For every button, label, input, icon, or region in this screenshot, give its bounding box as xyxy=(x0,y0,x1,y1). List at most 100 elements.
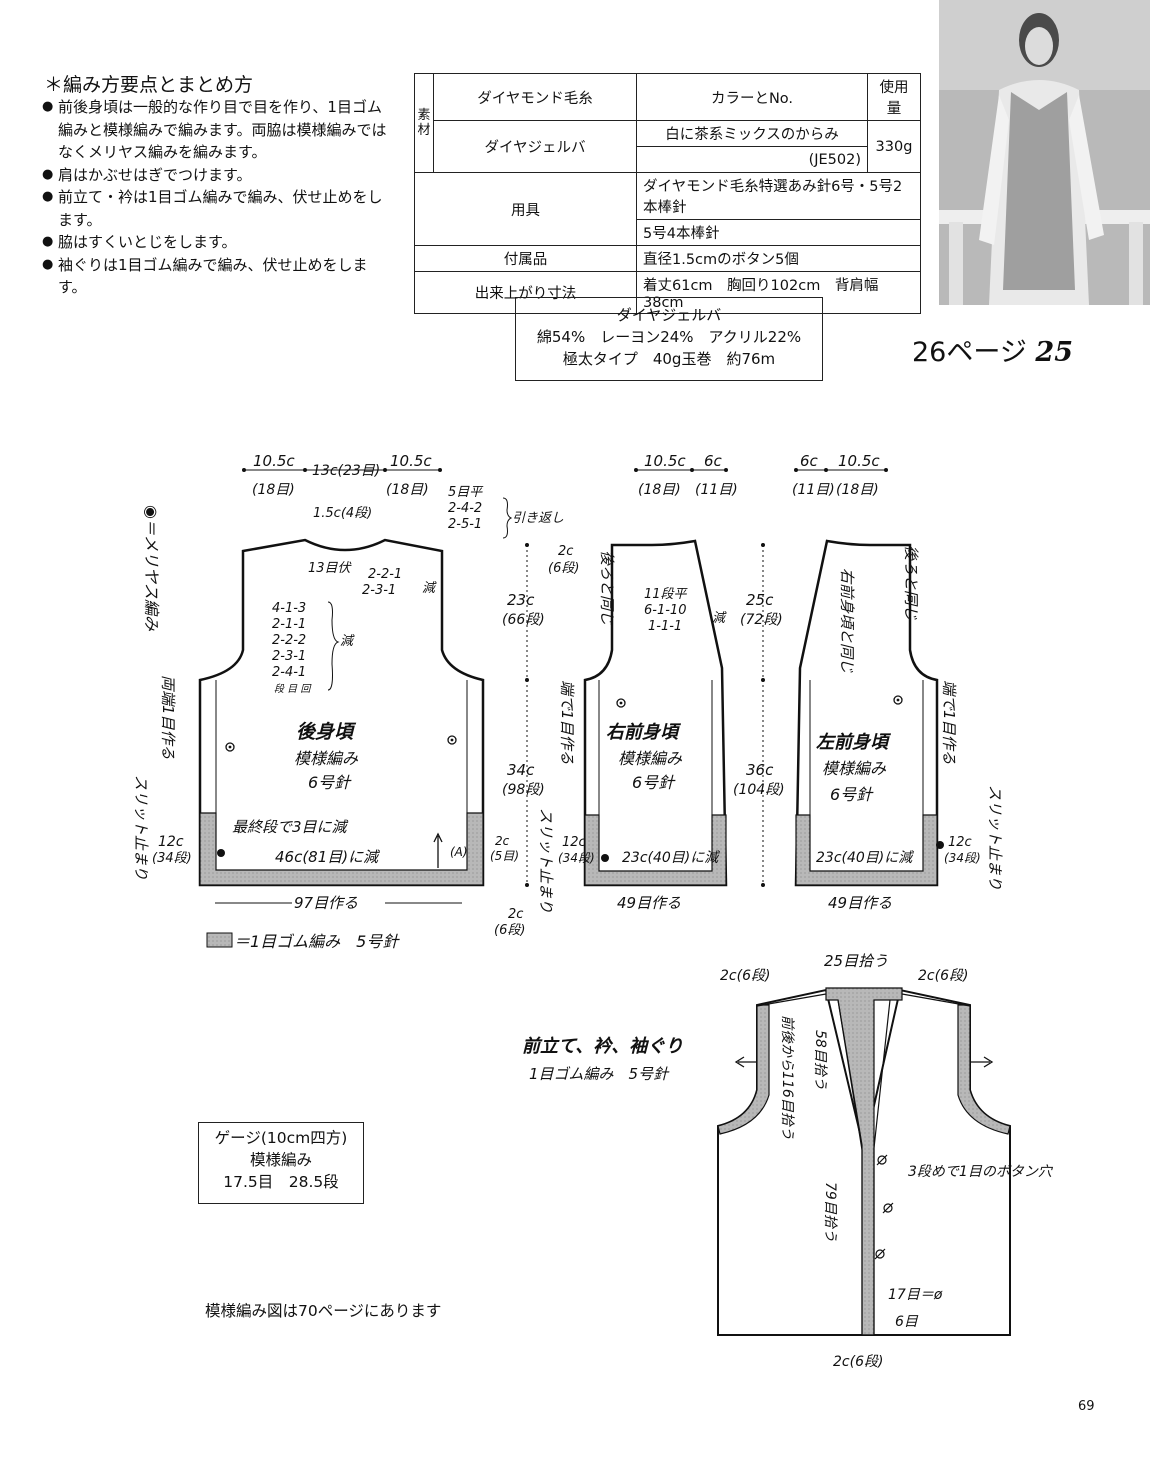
back-arm-dec-4: 2-4-1 xyxy=(272,665,306,680)
center-h25-rows: (72段) xyxy=(740,612,783,628)
left-front-body xyxy=(794,539,944,887)
band-subtitle: 1目ゴム編み 5号針 xyxy=(529,1065,670,1083)
back-pattern: 模様編み xyxy=(294,749,359,768)
model-photo xyxy=(939,0,1150,305)
page-ref-number: 25 xyxy=(1035,337,1073,368)
page-ref-prefix: 26ページ xyxy=(912,337,1027,368)
back-arm-dec-2: 2-2-2 xyxy=(272,633,306,648)
back-arm-dec-1: 2-1-1 xyxy=(272,617,306,632)
amount-header: 使用量 xyxy=(867,73,921,121)
gauge-pattern: 模様編み xyxy=(249,1151,312,1169)
yarn-info-box: ダイヤジェルバ 綿54% レーヨン24% アクリル22% 極太タイプ 40g玉巻… xyxy=(515,297,823,381)
center-h36-rows: (104段) xyxy=(733,782,785,798)
back-w1: 10.5c xyxy=(253,452,295,470)
rf-neck-dec-2: 1-1-1 xyxy=(648,619,682,634)
size-label: 出来上がり寸法 xyxy=(414,271,637,314)
back-shoulder-1: 2-4-2 xyxy=(448,501,482,516)
band-pick58: 58目拾う xyxy=(812,1030,828,1090)
lf-title: 左前身頃 xyxy=(816,732,892,753)
points-item: 前後身頃は一般的な作り目で目を作り、1目ゴム編みと模様編みで編みます。両脇は模様… xyxy=(42,96,389,164)
back-right-2c: 2c xyxy=(495,834,510,848)
back-slit-left: スリット止まり xyxy=(132,775,150,880)
back-cast-on: 97目作る xyxy=(294,894,358,912)
back-needle: 6号針 xyxy=(308,773,352,792)
back-arm-dec-3: 2-3-1 xyxy=(272,649,306,664)
legend-rib-swatch xyxy=(206,932,233,948)
height-23-rows: (66段) xyxy=(502,612,545,628)
points-item: 肩はかぶせはぎでつけます。 xyxy=(42,164,389,187)
lf-rib-rows: (34段) xyxy=(944,851,981,865)
yarn-info-weight: 極太タイプ 40g玉巻 約76m xyxy=(562,350,776,368)
lf-edge: 端で1目作る xyxy=(940,680,958,765)
model-photo-illustration xyxy=(939,0,1150,305)
yarn-info-name: ダイヤジェルバ xyxy=(616,306,722,324)
tools-line-1: ダイヤモンド毛糸特選あみ針6号・5号2本棒針 xyxy=(636,172,921,220)
back-dec46: 46c(81目)に減 xyxy=(275,848,380,866)
rf-dec23: 23c(40目)に減 xyxy=(622,850,720,866)
band-spacing: 17目＝ø xyxy=(888,1287,943,1303)
back-shoulder-2: 2-5-1 xyxy=(448,517,482,532)
points-item: 前立て・衿は1目ゴム編みで編み、伏せ止めをします。 xyxy=(42,186,389,231)
legend-meriyasu: ◉＝メリヤス編み xyxy=(142,505,161,632)
band-pick116: 前後から116目拾う xyxy=(779,1015,795,1140)
band-title: 前立て、衿、袖ぐり xyxy=(522,1036,683,1057)
lf-same-back: 後ろと同じ xyxy=(902,545,920,620)
height-bottom: 2c xyxy=(508,907,523,922)
height-top-rows: (6段) xyxy=(548,561,579,576)
back-side-inc: 両端1目作る xyxy=(159,675,177,760)
lf-rib-h: 12c xyxy=(948,835,972,850)
back-w3: 10.5c xyxy=(390,452,432,470)
band-pick79: 79目拾う xyxy=(822,1182,838,1242)
lf-pattern: 模様編み xyxy=(822,759,887,778)
back-arm-dec-label: 減 xyxy=(340,634,355,649)
page-reference: 26ページ 25 xyxy=(912,330,1073,369)
lf-same-right: 右前身頃と同じ xyxy=(838,568,856,673)
back-shoulder-label: 引き返し xyxy=(512,511,564,526)
legend-rib: ＝1目ゴム編み 5号針 xyxy=(234,932,400,951)
back-title: 後身頃 xyxy=(296,721,357,743)
height-23: 23c xyxy=(507,591,535,609)
back-neck-depth: 1.5c(4段) xyxy=(313,506,372,521)
back-neck-dec-0: 2-2-1 xyxy=(368,567,402,582)
gauge-value: 17.5目 28.5段 xyxy=(223,1173,339,1191)
lf-dec23: 23c(40目)に減 xyxy=(816,850,914,866)
back-shoulder-0: 5目平 xyxy=(448,485,484,500)
rf-neck-dec-0: 11段平 xyxy=(644,587,689,602)
band-right-2c: 2c(6段) xyxy=(918,968,968,984)
rf-neck-dec-label: 減 xyxy=(712,611,727,626)
center-h25: 25c xyxy=(746,591,774,609)
rf-rib-h: 12c xyxy=(562,835,586,850)
band-six: 6目 xyxy=(895,1314,919,1330)
back-w2: 13c(23目) xyxy=(312,463,380,479)
back-arm-dec-0: 4-1-3 xyxy=(272,601,306,616)
lf-w2-sts: (18目) xyxy=(836,482,879,498)
lf-needle: 6号針 xyxy=(830,785,874,804)
points-item: 脇はすくいとじをします。 xyxy=(42,231,389,254)
back-w1-sts: (18目) xyxy=(252,482,295,498)
height-top: 2c xyxy=(558,544,573,559)
material-label: 素材 xyxy=(414,73,434,173)
buttonhole-marks xyxy=(874,1154,894,1260)
back-neck-bind: 13目伏 xyxy=(308,561,353,576)
back-neck-dec-label: 減 xyxy=(422,581,437,596)
band-body xyxy=(717,987,1011,1336)
page-number: 69 xyxy=(1078,1399,1095,1414)
back-mark-a: (A) xyxy=(450,845,468,859)
lf-cast-on: 49目作る xyxy=(828,894,892,912)
gauge-box: ゲージ(10cm四方) 模様編み 17.5目 28.5段 xyxy=(198,1122,364,1204)
rf-w2-sts: (11目) xyxy=(695,482,738,498)
tools-label: 用具 xyxy=(414,172,637,246)
rf-edge: 端で1目作る xyxy=(558,680,576,765)
rf-rib-rows: (34段) xyxy=(558,851,595,865)
back-rib-h: 12c xyxy=(158,834,184,850)
back-right-5: (5目) xyxy=(490,849,519,863)
yarn-info-composition: 綿54% レーヨン24% アクリル22% xyxy=(536,328,802,346)
rf-pattern: 模様編み xyxy=(618,749,683,768)
brand-header: ダイヤモンド毛糸 xyxy=(433,73,637,121)
height-slit: スリット止まり xyxy=(537,808,555,913)
points-list: 前後身頃は一般的な作り目で目を作り、1目ゴム編みと模様編みで編みます。両脇は模様… xyxy=(42,96,389,299)
points-heading: ＊編み方要点とまとめ方 xyxy=(44,74,254,96)
yarn-amount: 330g xyxy=(867,120,921,173)
lf-w1-sts: (11目) xyxy=(792,482,835,498)
size-value: 着丈61cm 胸回り102cm 背肩幅38cm xyxy=(636,271,921,314)
